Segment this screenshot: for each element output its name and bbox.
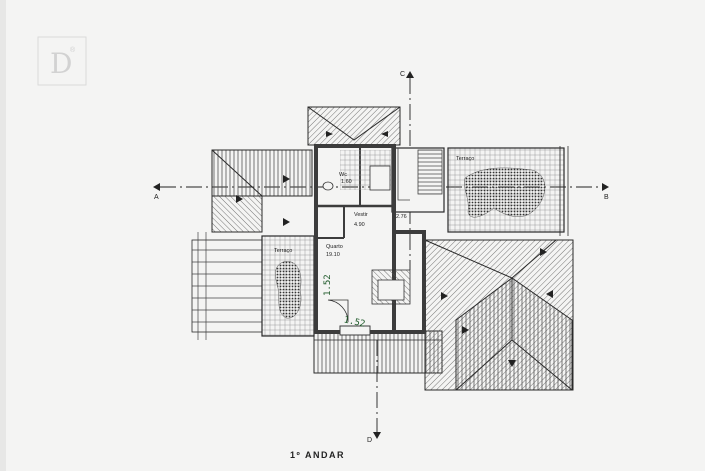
vestir-room: Vestir 4.90 xyxy=(354,212,368,228)
vestir-area: 4.90 xyxy=(354,222,365,228)
hand-note-bottom: 1.52 xyxy=(343,315,366,329)
watermark-mark: ® xyxy=(70,46,76,54)
terrace-left-label: Terraço xyxy=(274,248,292,254)
quarto-area: 19.10 xyxy=(326,252,340,258)
handwritten-notes: 1.52 1.52 xyxy=(323,274,366,329)
terrace-left: Terraço xyxy=(261,235,315,337)
pergola-left xyxy=(191,232,263,340)
wc-label: Wc xyxy=(339,172,347,178)
roof-right-lower xyxy=(424,239,574,391)
section-label-a: A xyxy=(154,194,159,201)
hand-note-left: 1.52 xyxy=(323,274,333,296)
terrace-right: Terraço xyxy=(447,146,569,236)
stair-hall: 2.76 xyxy=(391,147,445,220)
wc-area: 1.60 xyxy=(341,179,352,185)
paper-edge xyxy=(0,0,6,471)
roof-left-upper xyxy=(211,149,313,233)
wc-room: Wc 1.60 xyxy=(322,150,392,191)
roof-top xyxy=(307,106,401,146)
section-label-c: C xyxy=(400,71,405,78)
quarto-name: Quarto xyxy=(326,244,343,250)
quarto-room: Quarto 19.10 xyxy=(326,244,411,323)
watermark-letter: D xyxy=(50,47,72,80)
roof-bottom xyxy=(313,330,443,374)
hall-area: 2.76 xyxy=(396,214,407,220)
terrace-right-label: Terraço xyxy=(456,156,474,162)
section-label-d: D xyxy=(367,437,372,444)
vestir-name: Vestir xyxy=(354,212,368,218)
watermark-logo: D ® xyxy=(37,36,87,86)
floor-caption: 1º ANDAR xyxy=(290,450,345,460)
section-label-b: B xyxy=(604,194,609,201)
